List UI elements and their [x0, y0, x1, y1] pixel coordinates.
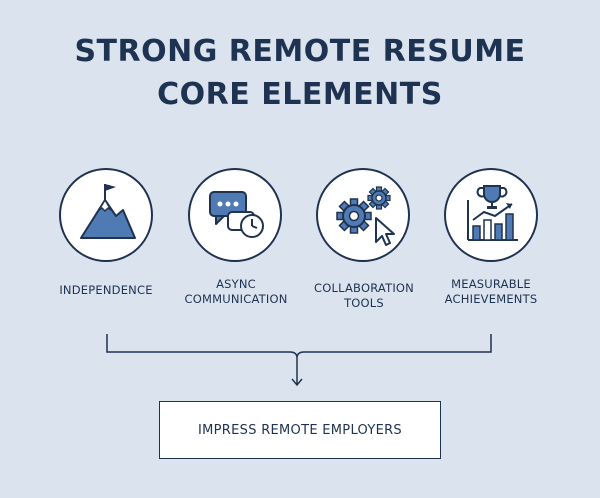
- diagram-title-line-1: STRONG REMOTE RESUME: [74, 34, 526, 69]
- independence-label-line-1: INDEPENDENCE: [59, 283, 153, 297]
- async-communication-label: ASYNC COMMUNICATION: [166, 277, 306, 307]
- async-communication-node: [188, 168, 282, 262]
- collaboration-tools-node: [316, 168, 410, 262]
- measurable-achievements-node: [444, 168, 538, 262]
- chat-clock-icon: [209, 191, 264, 238]
- measurable-achievements-label: MEASURABLE ACHIEVEMENTS: [421, 277, 561, 307]
- collaboration-tools-label-line-2: TOOLS: [344, 296, 384, 310]
- async-communication-label-line-2: COMMUNICATION: [184, 292, 288, 306]
- collaboration-tools-label: COLLABORATION TOOLS: [294, 281, 434, 311]
- independence-node: [59, 168, 153, 262]
- async-communication-label-line-1: ASYNC: [216, 277, 256, 291]
- gears-cursor-icon: [336, 186, 395, 246]
- collaboration-tools-label-line-1: COLLABORATION: [314, 281, 414, 295]
- measurable-achievements-label-line-1: MEASURABLE: [451, 277, 531, 291]
- independence-label: INDEPENDENCE: [36, 283, 176, 298]
- mountain-flag-icon: [80, 184, 136, 239]
- bracket-line: [106, 334, 492, 359]
- down-arrow-icon: [291, 378, 303, 387]
- trophy-chart-icon: [467, 185, 518, 241]
- diagram-title-line-2: CORE ELEMENTS: [157, 77, 443, 112]
- result-label: IMPRESS REMOTE EMPLOYERS: [198, 422, 402, 438]
- measurable-achievements-label-line-2: ACHIEVEMENTS: [444, 292, 538, 306]
- result-box: IMPRESS REMOTE EMPLOYERS: [159, 401, 441, 459]
